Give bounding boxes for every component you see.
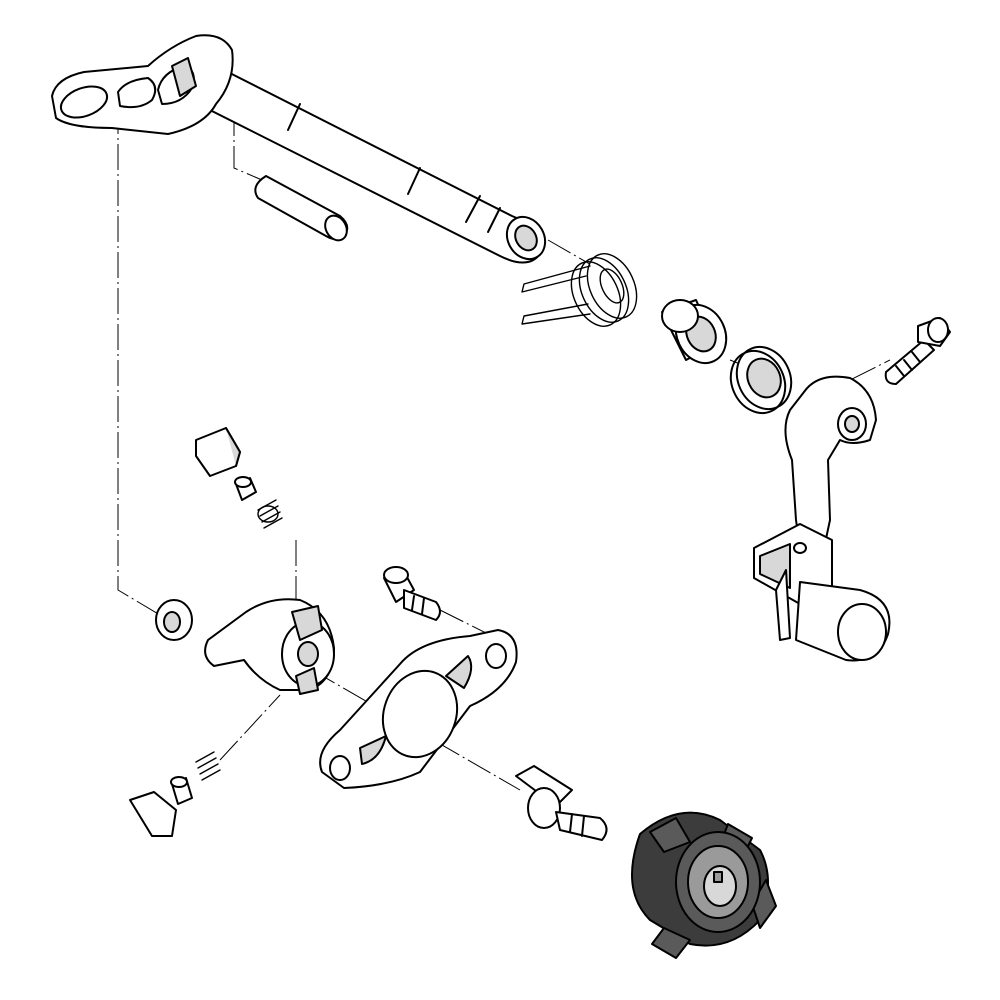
oil-seal — [729, 345, 793, 415]
detent-pin-upper — [234, 476, 257, 501]
segment-bolt — [515, 765, 608, 841]
torsion-spring — [521, 253, 638, 327]
shift-drum-segment — [631, 811, 777, 959]
shift-cam — [204, 598, 335, 695]
detent-spring-upper — [257, 499, 283, 529]
collar-bushing — [661, 299, 728, 365]
lever-bolt — [884, 317, 951, 385]
shift-shaft-assembly — [51, 34, 547, 264]
guide-plate — [319, 629, 518, 789]
shift-pedal — [753, 375, 891, 662]
stopper-block-lower — [129, 791, 177, 837]
cam-bolt — [383, 566, 441, 621]
stopper-block — [195, 427, 241, 477]
detent-pin-lower — [170, 776, 193, 805]
washer — [155, 599, 193, 641]
dowel-pin — [254, 175, 349, 242]
detent-spring-lower — [195, 751, 221, 781]
